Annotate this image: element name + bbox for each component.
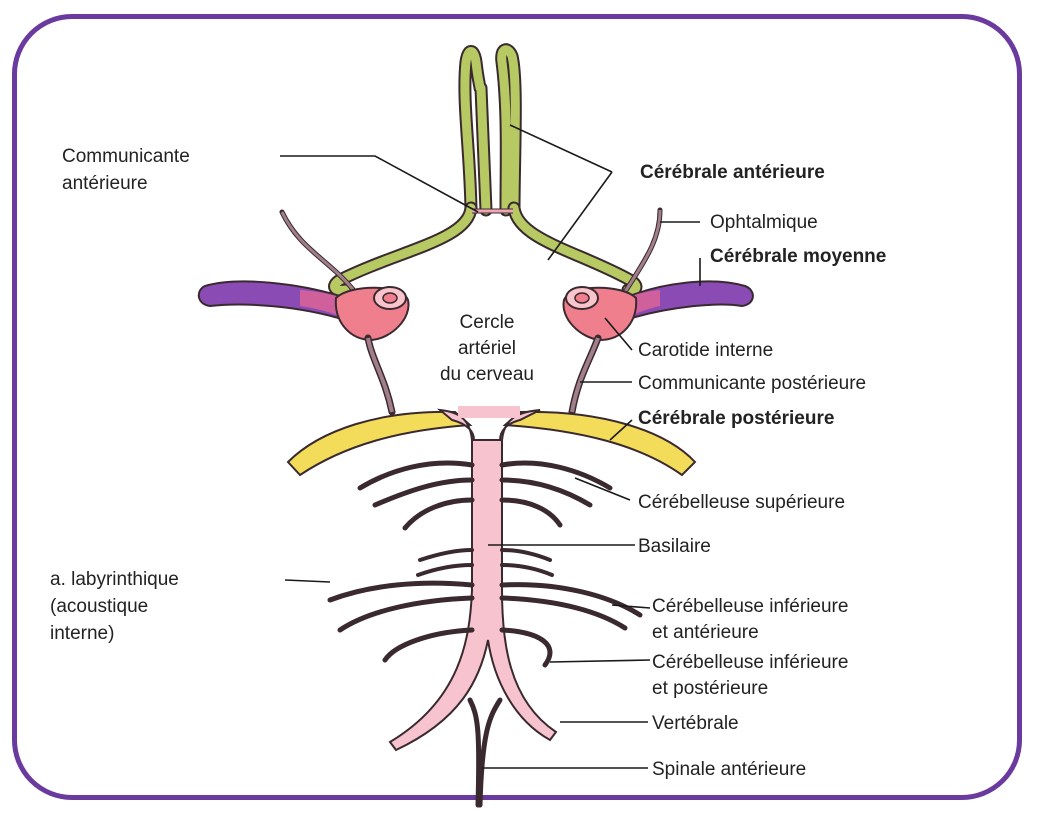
label-cia-2: et antérieure <box>652 622 759 643</box>
anterior-spinal-artery <box>470 700 500 805</box>
label-cercle-1: Cercle <box>460 312 515 333</box>
label-labyrinthique-3: interne) <box>50 623 114 644</box>
label-cercle-2: artériel <box>458 338 516 359</box>
label-cip-1: Cérébelleuse inférieure <box>652 652 848 673</box>
anterior-cerebral-arteries <box>335 50 636 291</box>
label-cerebrale-posterieure: Cérébrale postérieure <box>638 408 834 429</box>
label-communicante-anterieure-1: Communicante <box>62 146 190 167</box>
label-labyrinthique-2: (acoustique <box>50 596 148 617</box>
right-internal-carotid <box>563 287 636 340</box>
right-middle-cerebral-artery <box>625 281 753 320</box>
label-spinale-anterieure: Spinale antérieure <box>652 759 806 780</box>
left-middle-cerebral-artery <box>199 281 345 320</box>
label-communicante-posterieure: Communicante postérieure <box>638 373 866 394</box>
label-cercle-3: du cerveau <box>440 364 534 385</box>
label-cia-1: Cérébelleuse inférieure <box>652 596 848 617</box>
label-cip-2: et postérieure <box>652 678 768 699</box>
label-cerebrale-anterieure: Cérébrale antérieure <box>640 162 825 183</box>
label-labyrinthique-1: a. labyrinthique <box>50 569 179 590</box>
left-internal-carotid <box>336 287 409 340</box>
label-communicante-anterieure-2: antérieure <box>62 173 148 194</box>
label-carotide-interne: Carotide interne <box>638 340 773 361</box>
label-cerebrale-moyenne: Cérébrale moyenne <box>710 246 886 267</box>
label-ophtalmique: Ophtalmique <box>710 212 818 233</box>
label-vertebrale: Vertébrale <box>652 713 739 734</box>
label-cerebelleuse-superieure: Cérébelleuse supérieure <box>638 492 845 513</box>
label-basilaire: Basilaire <box>638 536 711 557</box>
